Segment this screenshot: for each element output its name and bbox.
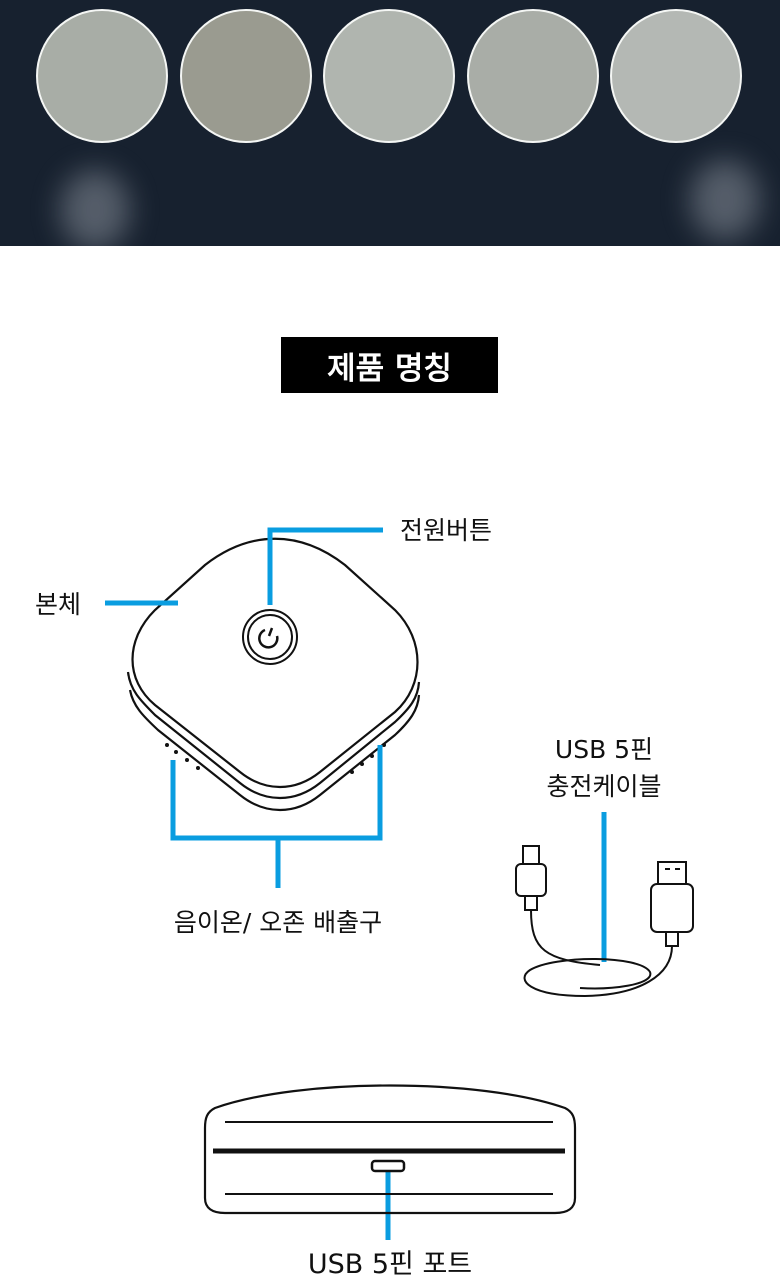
label-body: 본체 (35, 590, 82, 619)
petri-dish (36, 9, 168, 143)
device-bottom-view (203, 1084, 577, 1215)
petri-dish (610, 9, 742, 143)
label-outlet: 음이온/ 오존 배출구 (173, 908, 383, 937)
label-port: USB 5핀 포트 (307, 1249, 473, 1280)
device-main-body (126, 537, 421, 812)
usb-cable (515, 845, 694, 998)
petri-dish (467, 9, 599, 143)
section-title: 제품 명칭 (281, 337, 498, 393)
power-icon (242, 609, 298, 665)
label-cable-line2: 충전케이블 (546, 772, 662, 801)
petri-dish-photo-band (0, 0, 780, 246)
usb-port (370, 1159, 406, 1173)
petri-dish (323, 9, 455, 143)
label-cable-line1: USB 5핀 (554, 735, 654, 764)
callout-lines (105, 527, 607, 1240)
outlet-vents (165, 743, 386, 774)
petri-dish (180, 9, 312, 143)
label-power-button: 전원버튼 (400, 516, 493, 545)
